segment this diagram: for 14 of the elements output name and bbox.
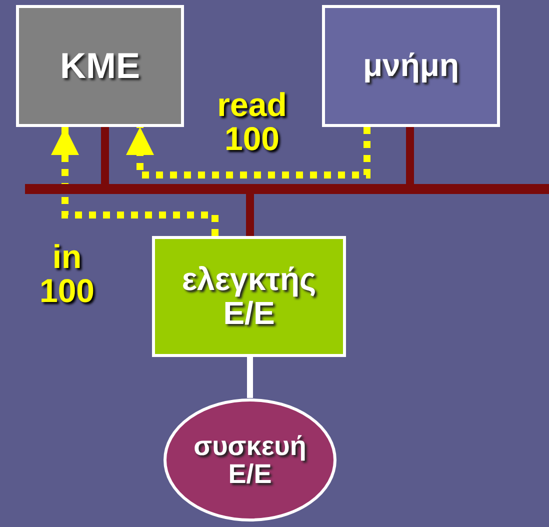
dotted-arrow [51, 127, 218, 236]
process-box [16, 5, 184, 127]
node-label: ελεγκτής Ε/Ε [180, 262, 318, 330]
system-bus [25, 184, 549, 194]
node-label: μνήμη [362, 49, 460, 83]
node-label: συσκευή Ε/Ε [192, 432, 308, 488]
connector-line [247, 357, 253, 398]
controller-box [152, 236, 346, 357]
memory-box [322, 5, 500, 127]
dotted-arrow [126, 127, 370, 178]
connector-line [406, 127, 414, 184]
connector-line [246, 194, 254, 236]
node-label: ΚΜΕ [60, 47, 140, 85]
connector-line [101, 127, 109, 184]
